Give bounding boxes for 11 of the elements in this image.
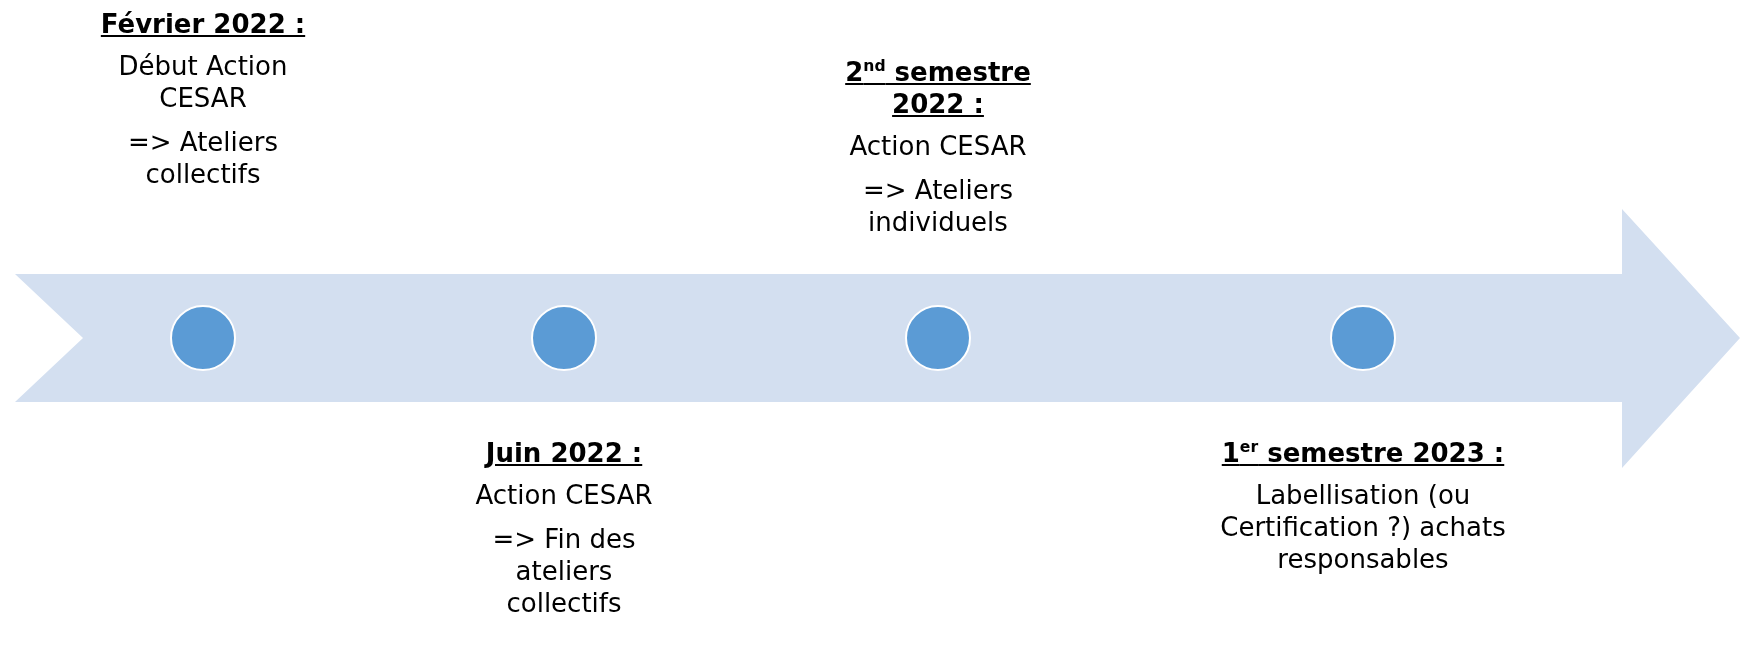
- event-text: => Ateliers collectifs: [126, 126, 279, 190]
- event-text: => Ateliers individuels: [861, 174, 1014, 238]
- event-text: Début Action CESAR: [117, 50, 289, 114]
- date-heading: Février 2022 :: [99, 8, 307, 40]
- date-heading: 2$^{nd}$ semestre 2022 :: [844, 56, 1032, 120]
- event-text: Action CESAR: [474, 479, 654, 511]
- event-text: => Fin des ateliers collectifs: [491, 523, 637, 619]
- date-heading: Juin 2022 :: [483, 437, 644, 469]
- event-text: Action CESAR: [848, 130, 1028, 162]
- event-text: Labellisation (ou Certification ?) achats responsables: [1219, 479, 1507, 575]
- date-heading: 1$^{er}$ semestre 2023 :: [1220, 437, 1506, 469]
